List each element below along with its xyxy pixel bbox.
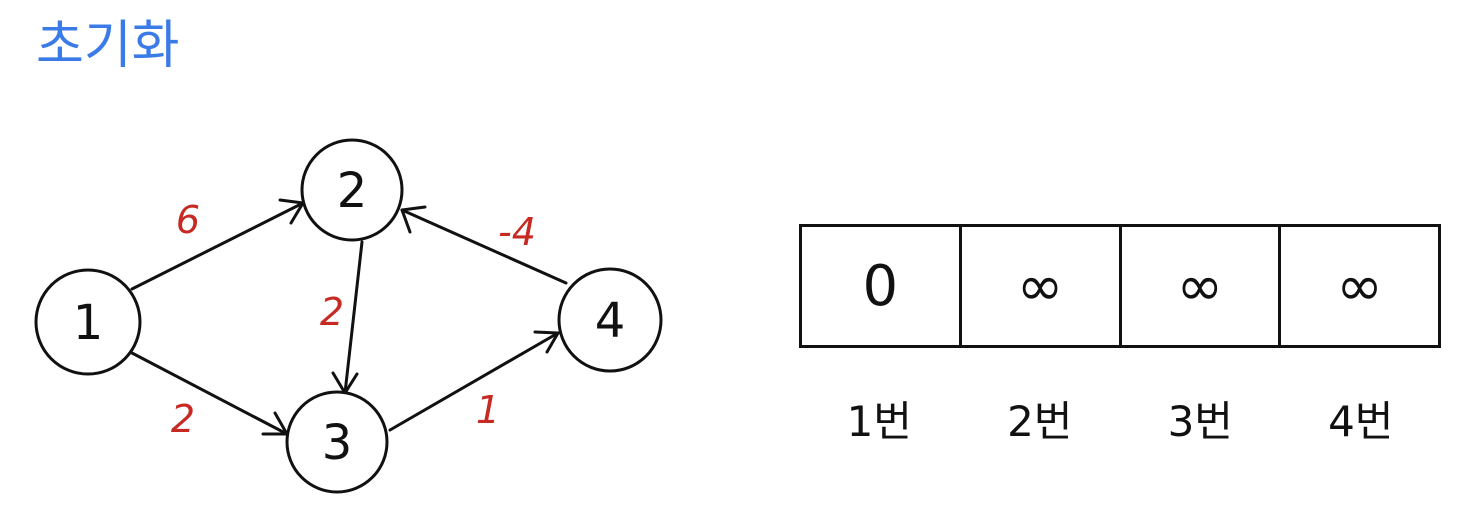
distance-cell: ∞: [1336, 253, 1383, 319]
edge-line: [130, 351, 289, 436]
weight-label-3-4: 1: [476, 388, 500, 432]
weight-label-2-3: 2: [320, 290, 344, 334]
weight-label-4-2: -4: [498, 210, 536, 254]
edge-4-2: [400, 205, 568, 285]
node-4: 4: [557, 267, 663, 373]
edge-line: [130, 201, 305, 291]
node-label: 1: [73, 295, 104, 351]
node-label: 2: [337, 163, 368, 219]
node-circle: [557, 267, 663, 373]
node-circle: [285, 390, 389, 494]
node-circle: [300, 138, 404, 242]
node-label: 3: [322, 415, 353, 471]
node-1: 1: [34, 268, 142, 376]
node-index-label: 4번: [1328, 397, 1394, 446]
weight-label-1-3: 2: [171, 397, 195, 441]
weight-label-1-2: 6: [176, 198, 200, 242]
distance-cell: ∞: [962, 227, 1122, 345]
edge-line: [343, 240, 364, 395]
arrow-head: [533, 330, 560, 354]
graph-diagram: 1 2 3 4 6 2 2 1 -4: [34, 138, 663, 494]
edge-3-4: [388, 330, 560, 432]
node-index-label: 2번: [1007, 397, 1073, 446]
node-3: 3: [285, 390, 389, 494]
edge-line: [388, 331, 560, 432]
edge-1-2: [130, 198, 305, 291]
arrow-head: [400, 205, 427, 234]
edge-1-3: [130, 351, 289, 436]
distance-table: 0 ∞ ∞ ∞: [799, 224, 1441, 348]
node-index-labels: 1번 2번 3번 4번: [799, 388, 1441, 449]
node-2: 2: [300, 138, 404, 242]
edge-line: [400, 208, 568, 285]
distance-cell: 0: [802, 227, 962, 345]
distance-cell: ∞: [1122, 227, 1282, 345]
node-index-label: 1번: [846, 397, 912, 446]
node-label: 4: [595, 293, 626, 349]
node-circle: [34, 268, 142, 376]
node-index-label: 3번: [1167, 397, 1233, 446]
page-title: 초기화: [36, 16, 180, 76]
